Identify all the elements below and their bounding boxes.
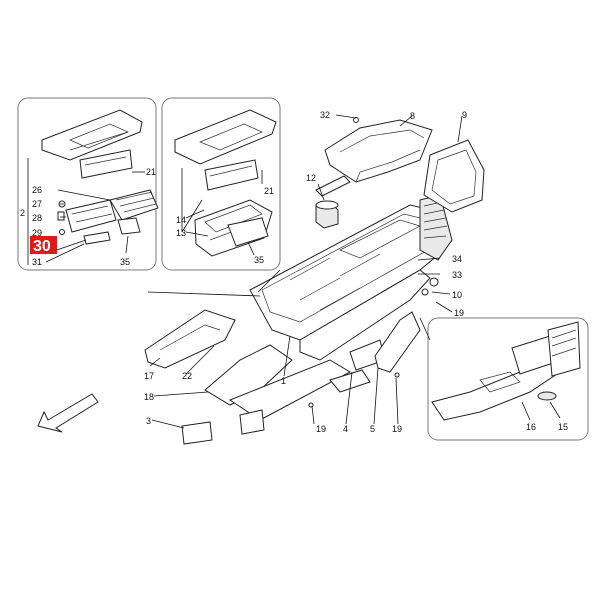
main-leaders — [147, 114, 463, 429]
rear-panel — [423, 139, 485, 213]
highlighted-callout[interactable]: 30 — [30, 236, 57, 255]
center-console-assembly — [249, 175, 453, 361]
callout-27: 27 — [32, 199, 42, 209]
callout-8: 8 — [410, 111, 415, 121]
callout-14: 14 — [176, 215, 186, 225]
left-side-trim — [144, 309, 236, 369]
callout-35-b: 35 — [254, 255, 264, 265]
highlight-box — [30, 236, 57, 254]
callout-29: 29 — [32, 228, 42, 238]
callout-34: 34 — [452, 254, 462, 264]
right-air-duct — [329, 311, 421, 393]
callout-10: 10 — [452, 290, 462, 300]
callout-17: 17 — [144, 371, 154, 381]
inset-middle-parts — [174, 109, 277, 257]
inset-middle-leaders — [181, 168, 263, 256]
callout-16: 16 — [526, 422, 536, 432]
callout-13: 13 — [176, 228, 186, 238]
callout-2: 2 — [20, 208, 25, 218]
callout-21-a: 21 — [146, 167, 156, 177]
callout-15: 15 — [558, 422, 568, 432]
callout-1: 1 — [281, 376, 286, 386]
callout-18: 18 — [144, 392, 154, 402]
callout-28: 28 — [32, 213, 42, 223]
inset-right-parts — [431, 321, 581, 421]
cup-holder — [315, 200, 339, 229]
callout-19-a: 19 — [316, 424, 326, 434]
callout-35-a: 35 — [120, 257, 130, 267]
arrow-down-left-icon — [37, 393, 99, 433]
callout-31: 31 — [32, 257, 42, 267]
callout-26: 26 — [32, 185, 42, 195]
highlight-label: 30 — [33, 238, 51, 255]
inset-right-leaders — [521, 401, 561, 421]
callout-9: 9 — [462, 110, 467, 120]
armrest-lid — [324, 119, 433, 183]
inset-left-parts — [41, 109, 159, 245]
callout-12: 12 — [306, 173, 316, 183]
front-air-duct — [181, 344, 352, 445]
callout-4: 4 — [343, 424, 348, 434]
callout-22: 22 — [182, 371, 192, 381]
callout-21-b: 21 — [264, 186, 274, 196]
small-fasteners — [308, 117, 439, 408]
callout-19-c: 19 — [454, 308, 464, 318]
callout-19-b: 19 — [392, 424, 402, 434]
callout-32: 32 — [320, 110, 330, 120]
callout-3: 3 — [146, 416, 151, 426]
callout-5: 5 — [370, 424, 375, 434]
callout-33: 33 — [452, 270, 462, 280]
